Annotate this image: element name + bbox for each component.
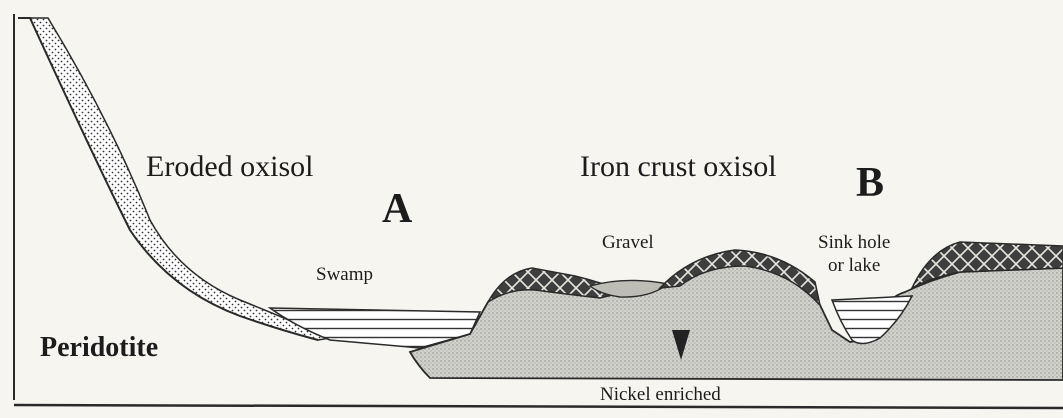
gravel-label: Gravel — [602, 232, 654, 255]
iron-crust-oxisol-label: Iron crust oxisol — [580, 152, 777, 182]
swamp-label: Swamp — [316, 264, 373, 287]
frame-bottom-border — [14, 405, 1063, 408]
sink-hole-label-line2: or lake — [818, 255, 890, 278]
zone-a-label: A — [382, 188, 412, 230]
peridotite-label: Peridotite — [40, 334, 158, 362]
sink-hole-label-line1: Sink hole — [818, 232, 890, 255]
nickel-enriched-label: Nickel enriched — [600, 384, 721, 407]
zone-b-label: B — [856, 162, 884, 204]
eroded-oxisol-label: Eroded oxisol — [146, 152, 313, 182]
sink-hole-label: Sink hole or lake — [818, 232, 890, 278]
